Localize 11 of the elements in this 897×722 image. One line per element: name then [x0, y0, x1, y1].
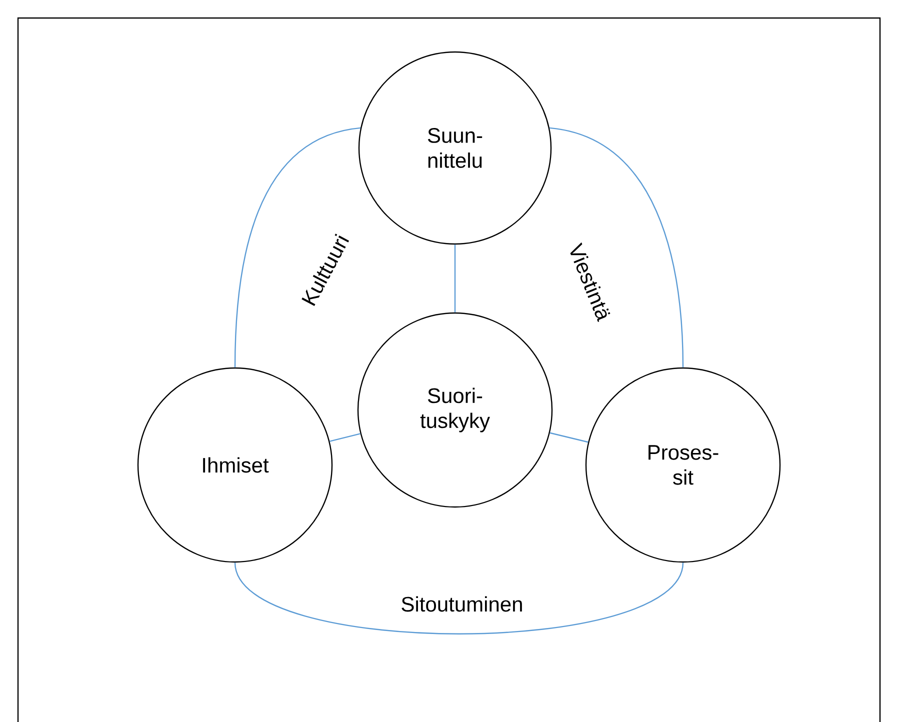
circle-node: Suori- tuskyky: [357, 312, 553, 508]
circle-node: Ihmiset: [137, 367, 333, 563]
connector-line: [549, 127, 684, 368]
circle-node: Proses- sit: [585, 367, 781, 563]
connector-line: [234, 562, 684, 634]
connector-line: [550, 432, 588, 443]
connector-line: [234, 127, 361, 368]
connector-line: [330, 433, 360, 442]
connector-line: [454, 244, 456, 312]
circle-node: Suun- nittelu: [358, 51, 552, 245]
edge-label: Sitoutuminen: [402, 596, 522, 612]
